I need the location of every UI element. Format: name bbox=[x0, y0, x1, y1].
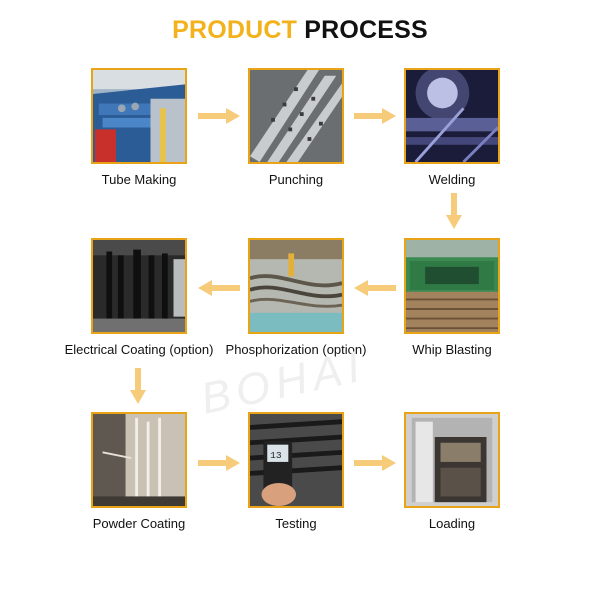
step-label-testing: Testing bbox=[275, 516, 317, 531]
step-image-tube-making bbox=[91, 68, 187, 164]
arrow-down-icon bbox=[130, 368, 146, 404]
step-image-punching bbox=[248, 68, 344, 164]
step-label-powder-coating: Powder Coating bbox=[92, 516, 186, 531]
page-title: PRODUCT PROCESS bbox=[0, 16, 600, 45]
step-label-electrical-coating: Electrical Coating (option) bbox=[64, 342, 214, 357]
step-image-loading bbox=[404, 412, 500, 508]
step-image-powder-coating bbox=[91, 412, 187, 508]
step-label-welding: Welding bbox=[428, 172, 476, 187]
step-label-punching: Punching bbox=[268, 172, 324, 187]
step-image-electrical-coating bbox=[91, 238, 187, 334]
step-image-testing: 13 bbox=[248, 412, 344, 508]
svg-text:13: 13 bbox=[270, 450, 282, 461]
title-part-process: PROCESS bbox=[304, 16, 428, 44]
step-label-whip-blasting: Whip Blasting bbox=[412, 342, 492, 357]
step-image-welding bbox=[404, 68, 500, 164]
arrow-right-icon bbox=[354, 108, 396, 124]
step-label-tube-making: Tube Making bbox=[101, 172, 177, 187]
step-image-whip-blasting bbox=[404, 238, 500, 334]
step-label-phosphorization: Phosphorization (option) bbox=[225, 342, 367, 357]
arrow-left-icon bbox=[354, 280, 396, 296]
arrow-down-icon bbox=[446, 193, 462, 229]
arrow-left-icon bbox=[198, 280, 240, 296]
arrow-right-icon bbox=[198, 108, 240, 124]
arrow-right-icon bbox=[354, 455, 396, 471]
arrow-right-icon bbox=[198, 455, 240, 471]
step-image-phosphorization bbox=[248, 238, 344, 334]
title-part-product: PRODUCT bbox=[172, 16, 298, 44]
step-label-loading: Loading bbox=[428, 516, 476, 531]
